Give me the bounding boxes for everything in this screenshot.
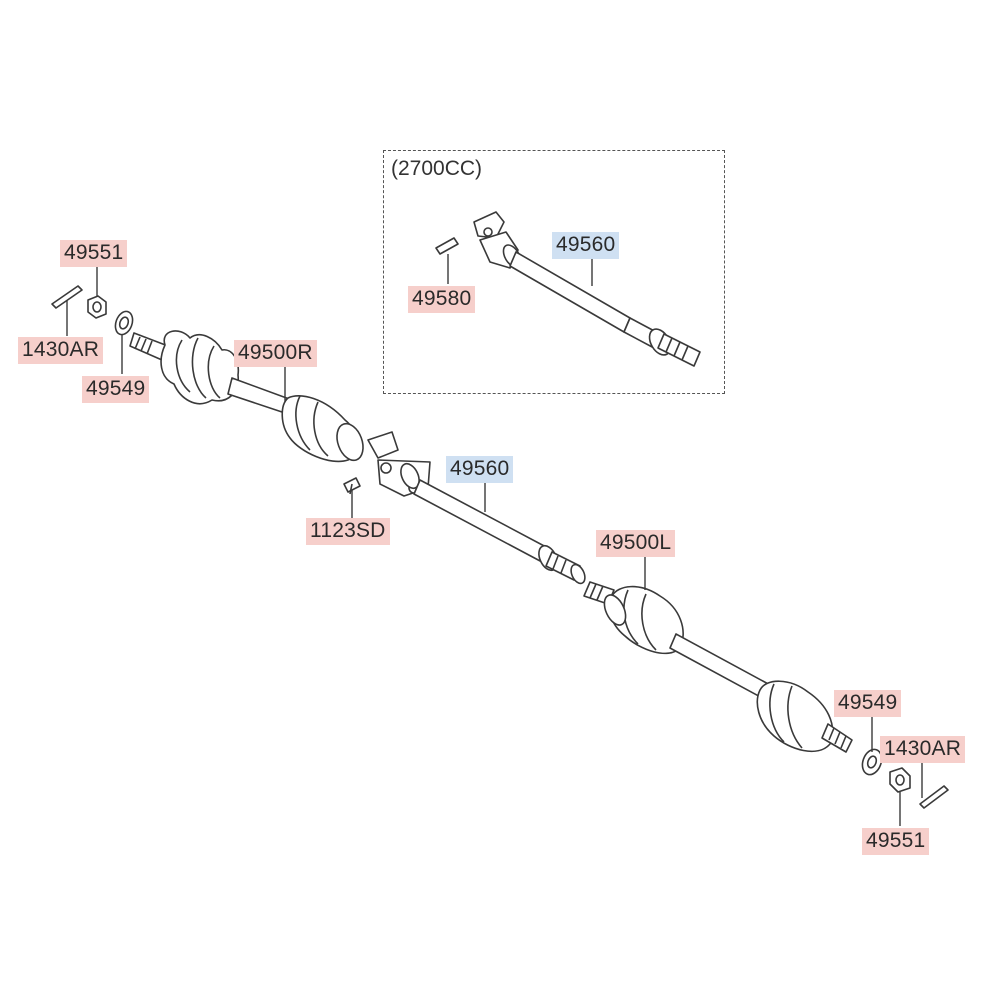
bolt-1123SD — [343, 477, 361, 495]
left-outer-boot — [160, 330, 240, 405]
variant-group-box — [383, 150, 725, 394]
right-cotter-pin-1430AR — [919, 785, 949, 809]
part-label-1430AR-left[interactable]: 1430AR — [18, 337, 104, 364]
left-cotter-pin-1430AR — [51, 285, 83, 309]
right-inner-boot — [603, 585, 684, 655]
right-outer-boot — [756, 680, 834, 753]
part-label-49580[interactable]: 49580 — [408, 286, 476, 313]
part-label-49549-left[interactable]: 49549 — [82, 376, 150, 403]
left-nut-49551 — [87, 295, 107, 319]
part-label-49500L[interactable]: 49500L — [596, 530, 676, 557]
part-label-49551-left[interactable]: 49551 — [60, 240, 128, 267]
left-inner-boot — [281, 395, 364, 463]
intermediate-shaft-bearing — [538, 544, 586, 585]
inset-shaft-bearing — [623, 317, 701, 367]
part-label-1123SD[interactable]: 1123SD — [306, 518, 390, 545]
part-label-49560-main[interactable]: 49560 — [446, 456, 514, 483]
part-label-49560-inset[interactable]: 49560 — [552, 232, 620, 259]
inset-shaft — [509, 251, 631, 333]
right-washer-49549 — [861, 748, 883, 776]
right-spline-stub — [821, 723, 853, 753]
part-label-49500R[interactable]: 49500R — [234, 340, 317, 367]
variant-group-title: (2700CC) — [391, 157, 483, 180]
right-shaft — [669, 633, 773, 701]
right-nut-49551 — [889, 767, 911, 793]
leader-lines — [66, 254, 923, 826]
part-label-49551-right[interactable]: 49551 — [862, 828, 930, 855]
part-label-49549-right[interactable]: 49549 — [834, 690, 902, 717]
left-washer-49549 — [114, 310, 134, 336]
inset-bolt-49580 — [435, 237, 459, 255]
intermediate-shaft — [413, 479, 549, 563]
part-label-1430AR-right[interactable]: 1430AR — [880, 736, 966, 763]
